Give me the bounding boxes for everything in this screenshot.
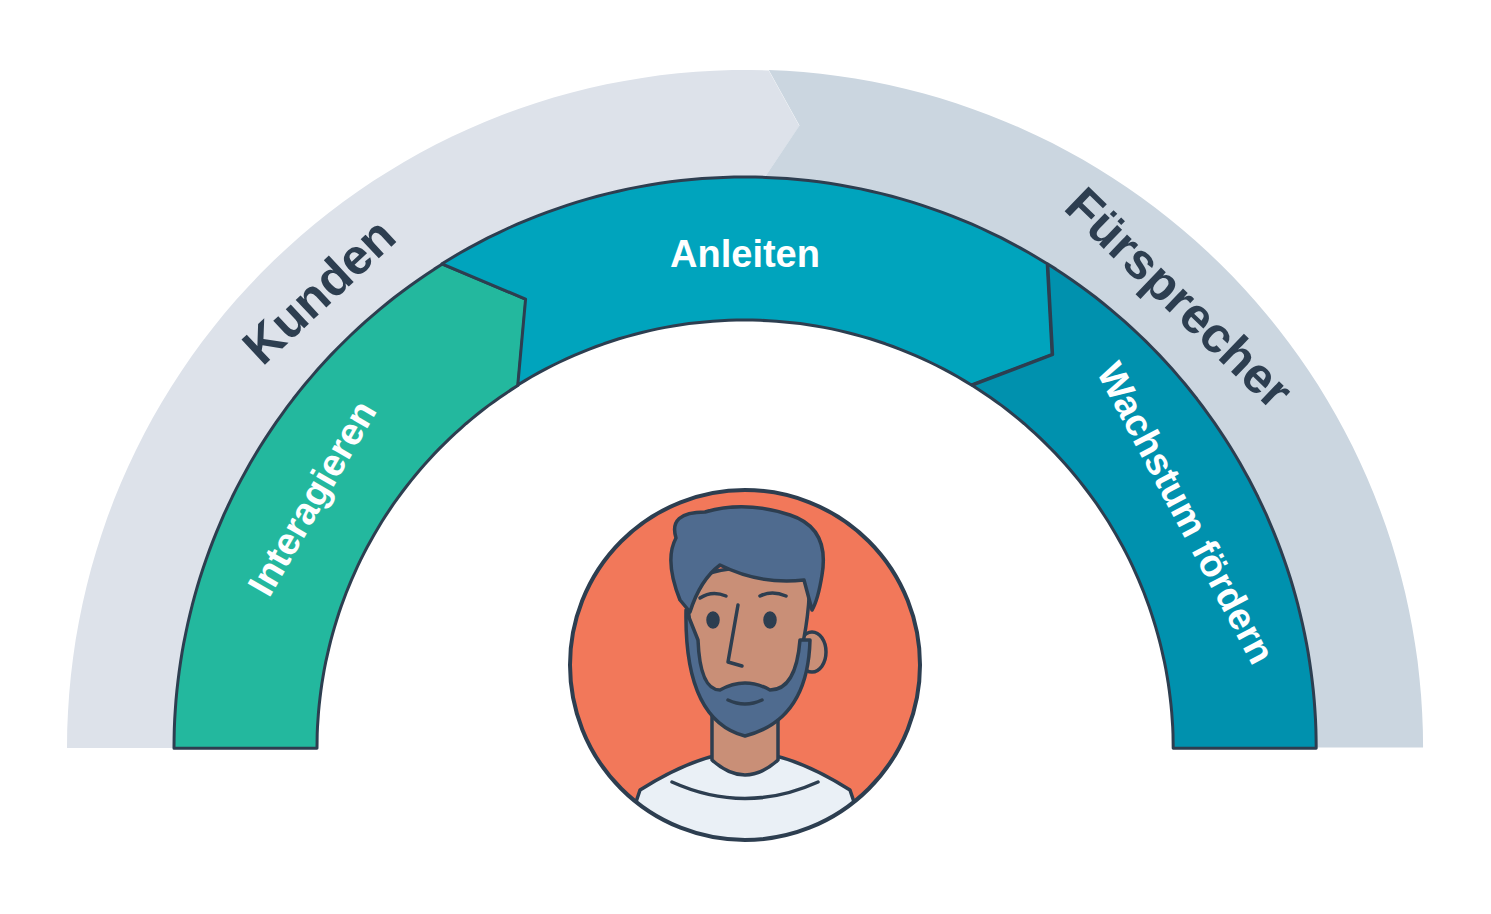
band-shape bbox=[438, 173, 1056, 389]
band-outline bbox=[442, 177, 1052, 385]
band-outline bbox=[972, 264, 1316, 748]
band-label: Anleiten bbox=[670, 235, 820, 273]
stage-band: Anleiten bbox=[438, 173, 1056, 389]
band-shape bbox=[968, 260, 1320, 752]
stage-band: Interagieren bbox=[170, 260, 530, 752]
band-shape bbox=[170, 260, 530, 752]
band-outline bbox=[174, 264, 526, 748]
band-outline bbox=[765, 70, 1423, 748]
band-outline bbox=[67, 70, 799, 748]
stage-band: Wachstum fördern bbox=[968, 260, 1320, 752]
